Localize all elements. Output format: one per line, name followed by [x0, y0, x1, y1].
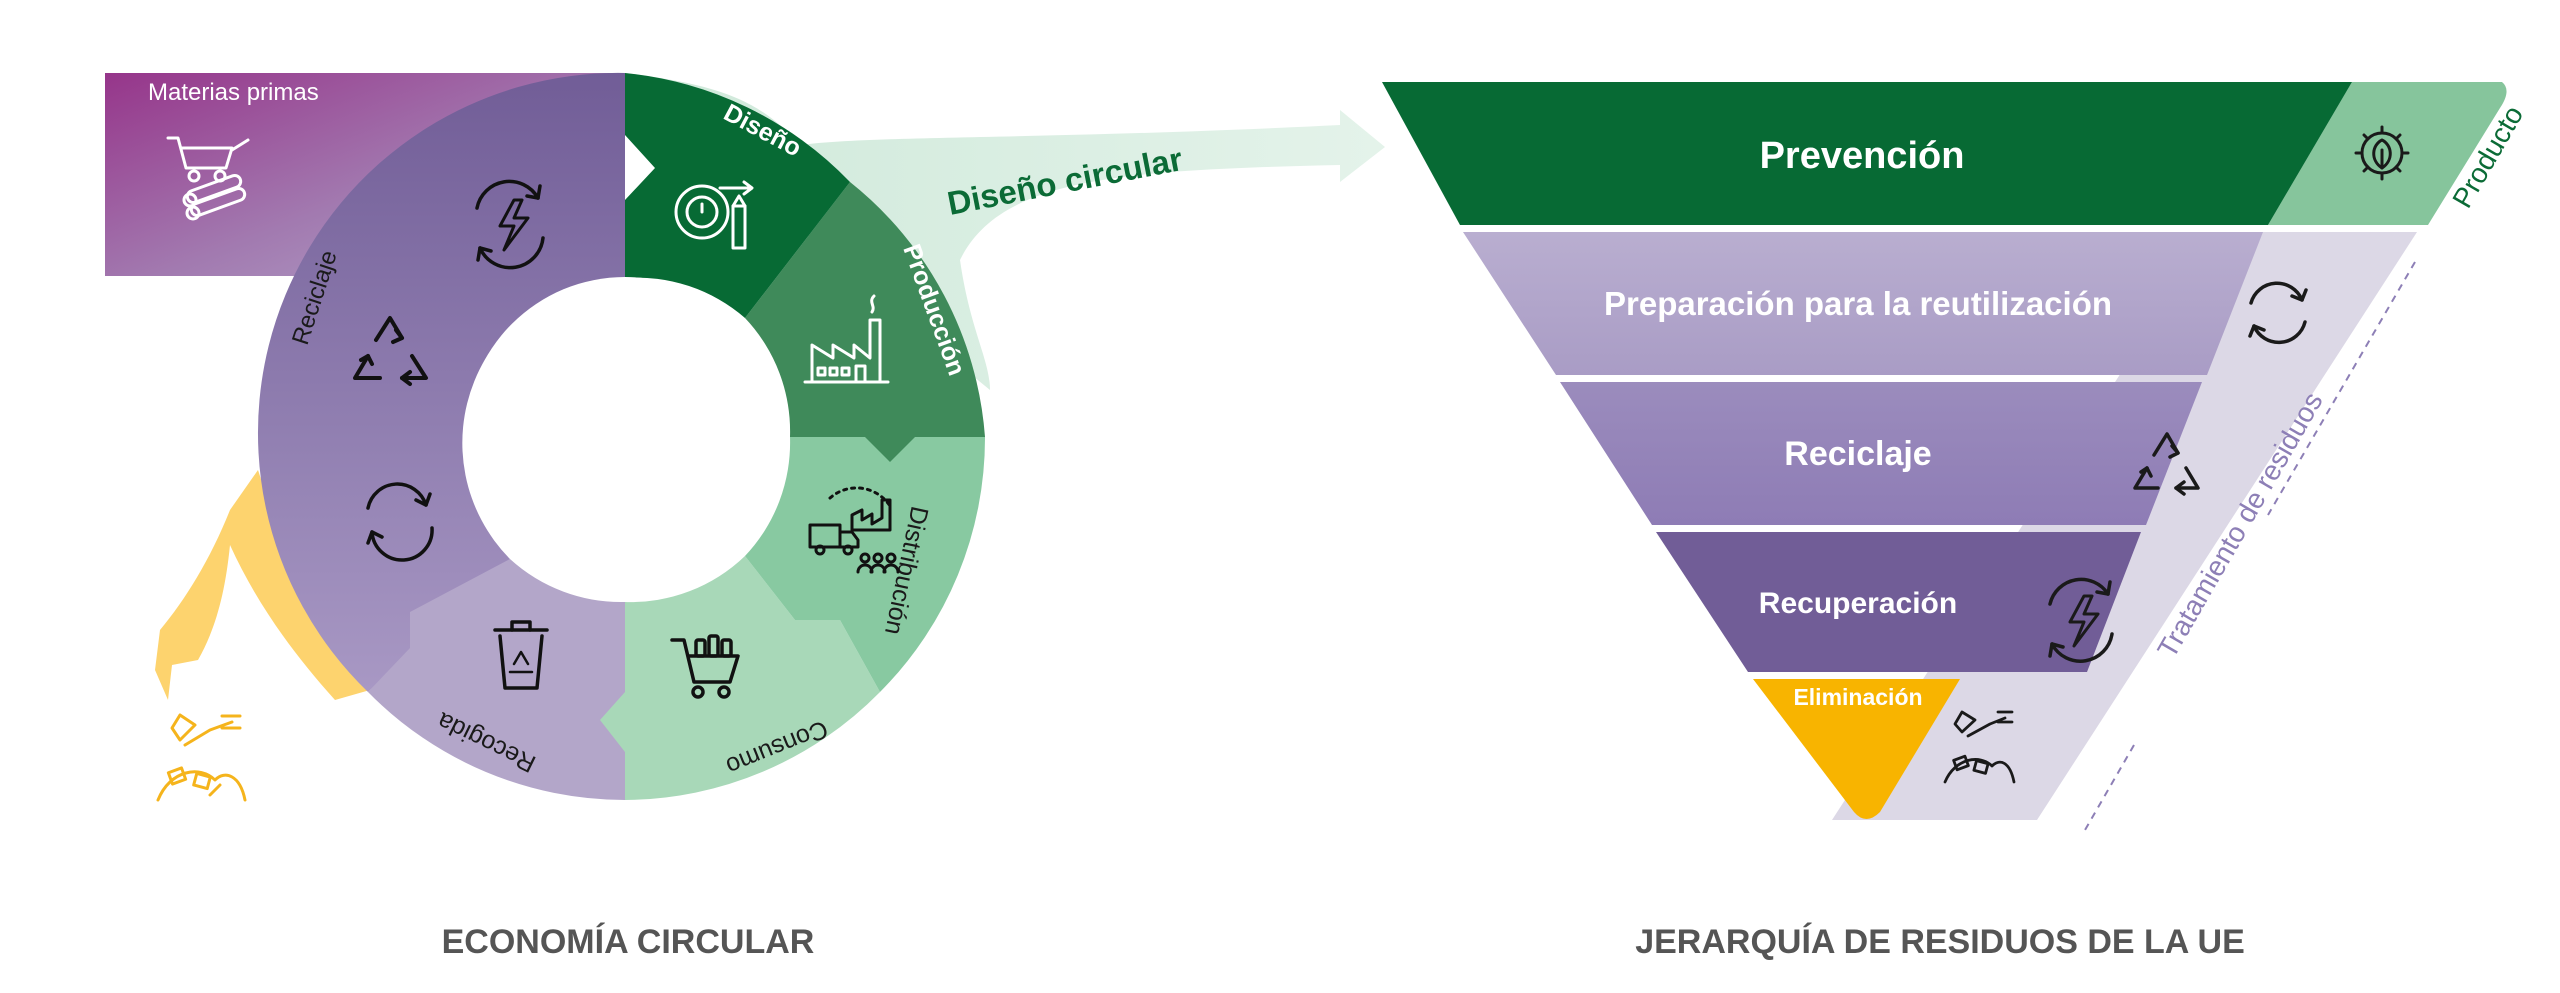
level-recovery-label: Recuperación	[1759, 587, 1957, 620]
level-preparation-label: Preparación para la reutilización	[1604, 285, 2112, 322]
level-recycling	[1560, 382, 2202, 525]
recycle-icon-hierarchy	[2133, 432, 2200, 496]
landfill-icon	[156, 713, 247, 802]
design-tools-icon	[674, 180, 754, 250]
segment-production	[745, 182, 985, 462]
level-disposal-label: Eliminación	[1793, 684, 1922, 710]
energy-recovery-icon-hierarchy	[2048, 577, 2114, 663]
level-recovery	[1656, 532, 2141, 672]
level-preparation	[1463, 232, 2263, 375]
reuse-cycle-icon	[366, 482, 434, 562]
gear-leaf-icon	[2354, 125, 2410, 181]
wheelbarrow-logs-icon	[166, 136, 250, 221]
raw-materials-label: Materias primas	[148, 79, 319, 106]
segment-consumption	[600, 556, 880, 800]
landfill-icon-hierarchy	[1943, 710, 2016, 784]
level-prevention	[1382, 82, 2352, 225]
segment-collection	[368, 559, 625, 800]
waste-treatment-dashed-line	[2084, 261, 2416, 831]
wheel-hub	[465, 277, 785, 597]
eu-waste-hierarchy-caption: JERARQUÍA DE RESIDUOS DE LA UE	[1635, 923, 2245, 961]
segment-recycling	[257, 72, 625, 693]
level-recycling-label: Reciclaje	[1784, 435, 1931, 473]
shopping-cart-icon	[670, 634, 740, 699]
product-band	[2268, 82, 2507, 225]
level-disposal	[1753, 679, 1960, 819]
recycle-bin-icon	[493, 620, 549, 690]
segment-design	[625, 73, 850, 318]
circular-economy-caption: ECONOMÍA CIRCULAR	[442, 923, 815, 961]
level-prevention-label: Prevención	[1760, 135, 1965, 177]
factory-icon	[803, 294, 890, 384]
circular-wheel	[257, 72, 986, 800]
energy-recovery-icon	[475, 179, 545, 270]
disposal-arrow	[155, 470, 370, 700]
distribution-truck-icon	[808, 486, 900, 574]
waste-treatment-band	[1832, 232, 2417, 820]
reuse-cycle-icon-hierarchy	[2248, 281, 2308, 345]
recycle-icon	[353, 316, 428, 386]
